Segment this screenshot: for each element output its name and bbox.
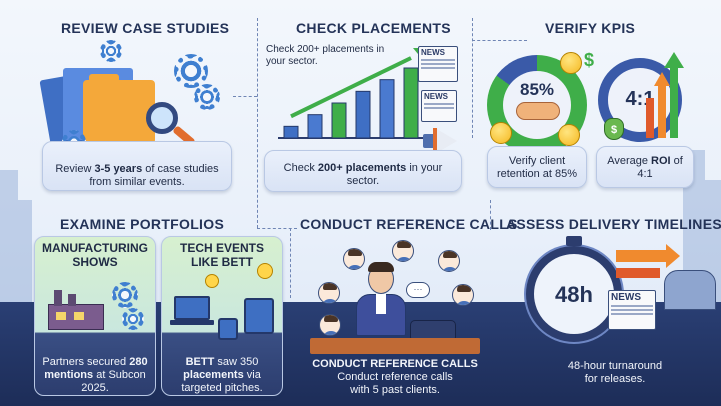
client-avatar-icon	[319, 314, 341, 336]
gear-icon	[194, 84, 220, 110]
newspaper-icon: NEWS	[421, 90, 457, 122]
placements-card	[264, 150, 462, 192]
newspaper-label: NEWS	[424, 92, 448, 101]
manufacturing-text: Partners secured 280 mentions at Subcon …	[42, 356, 148, 394]
smile-emoji-icon	[560, 52, 582, 74]
newspaper-icon: NEWS	[608, 290, 656, 330]
placements-text: Check 200+ placements in your sector.	[283, 162, 443, 187]
retention-value: 85%	[519, 80, 555, 99]
connector-line	[257, 228, 297, 229]
lightbulb-icon	[205, 274, 219, 288]
manufacturing-label: MANUFACTURING SHOWS	[42, 241, 148, 269]
gear-icon	[174, 54, 208, 88]
calls-text: Conduct reference calls with 5 past clie…	[337, 371, 453, 396]
chart-bar	[283, 125, 299, 139]
skyline-building	[18, 200, 32, 310]
roi-text: Average ROI of 4:1	[607, 155, 683, 180]
newspaper-label: NEWS	[421, 48, 445, 57]
tablet-icon	[218, 318, 238, 340]
timelines-title: ASSESS DELIVERY TIMELINES	[506, 216, 721, 232]
timelines-text: 48-hour turnaround for releases.	[567, 360, 663, 385]
smile-emoji-icon	[558, 124, 580, 146]
review-card	[42, 141, 232, 191]
client-avatar-icon	[452, 284, 474, 306]
chart-bar	[403, 67, 419, 139]
client-avatar-icon	[343, 248, 365, 270]
tech-text: BETT saw 350 placements via targeted pit…	[181, 356, 263, 394]
speed-arrow-icon	[616, 250, 670, 262]
calls-desk	[310, 338, 480, 354]
newspaper-icon: NEWS	[418, 46, 458, 82]
client-avatar-icon	[392, 240, 414, 262]
smile-emoji-icon	[490, 122, 512, 144]
placements-note: Check 200+ placements in your sector.	[266, 44, 385, 67]
folder-stack-icon	[39, 60, 165, 150]
gear-icon	[100, 40, 122, 62]
calls-title: CONDUCT REFERENCE CALLS	[300, 216, 518, 232]
newspaper-label: NEWS	[611, 292, 641, 303]
client-avatar-icon	[438, 250, 460, 272]
monitor-icon	[244, 298, 274, 334]
magnifier-icon	[146, 102, 178, 134]
connector-line	[472, 18, 473, 138]
speech-bubble-icon: ···	[406, 282, 430, 298]
connector-line	[290, 228, 291, 298]
speed-arrow-icon	[616, 268, 660, 278]
laptop-icon	[170, 296, 214, 326]
connector-line	[257, 18, 258, 228]
chart-bar	[379, 79, 395, 139]
money-bag-icon: $	[604, 118, 624, 140]
connector-line	[233, 96, 257, 97]
chart-bar	[355, 90, 371, 139]
gear-icon	[112, 282, 138, 308]
connector-line	[490, 200, 491, 230]
retention-card	[487, 146, 587, 188]
agent-person-icon	[354, 262, 406, 336]
speed-arrow-head	[666, 244, 680, 268]
placements-title: CHECK PLACEMENTS	[296, 20, 451, 36]
skyline-building	[0, 170, 18, 310]
client-avatar-icon	[318, 282, 340, 304]
chart-bar	[331, 102, 347, 139]
roi-growth-arrows-icon	[646, 52, 684, 138]
chart-trend-line	[290, 56, 412, 119]
lightbulb-icon	[257, 263, 273, 279]
gear-icon	[122, 308, 144, 330]
factory-icon	[48, 290, 108, 330]
connector-line	[472, 40, 527, 41]
warehouse-icon	[664, 270, 716, 310]
kpis-title: VERIFY KPIS	[545, 20, 636, 36]
tech-label: TECH EVENTS LIKE BETT	[179, 241, 264, 269]
handshake-icon	[516, 102, 560, 120]
portfolios-title: EXAMINE PORTFOLIOS	[60, 216, 225, 232]
roi-card	[596, 146, 694, 188]
megaphone-icon	[423, 128, 463, 154]
calls-label: CONDUCT REFERENCE CALLS	[312, 358, 478, 370]
dollar-icon: $	[584, 50, 595, 70]
chart-bar	[307, 114, 323, 139]
stopwatch-crown	[566, 236, 582, 246]
review-title: REVIEW CASE STUDIES	[61, 20, 230, 36]
stopwatch-value: 48h	[555, 282, 593, 307]
review-text: Review 3-5 years of case studies from si…	[55, 163, 219, 188]
retention-text: Verify client retention at 85%	[496, 155, 578, 180]
